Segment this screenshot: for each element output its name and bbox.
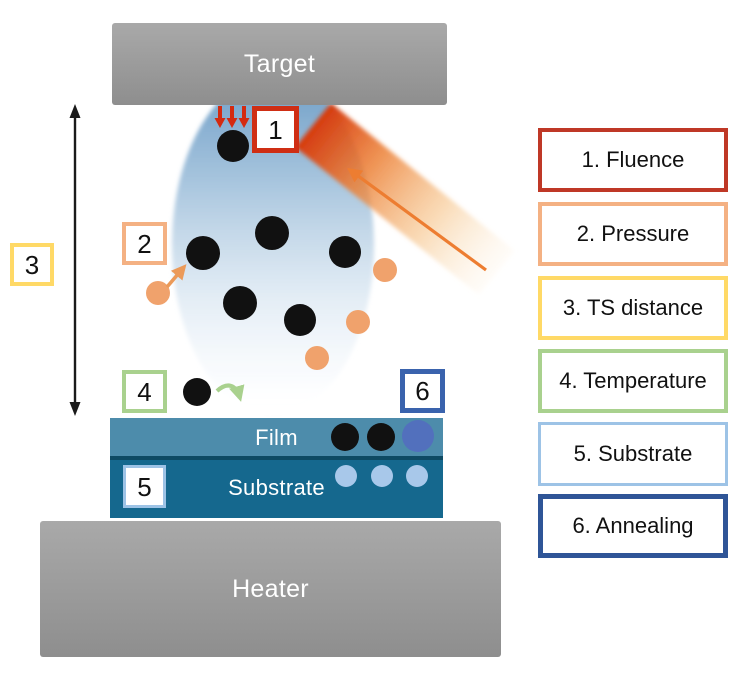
- film-particles: [331, 420, 434, 452]
- deposition-arrow-icon: [215, 383, 245, 402]
- legend-item-annealing: 6. Annealing: [538, 494, 728, 558]
- laser-direction-arrow-icon: [347, 167, 487, 272]
- legend-item-ts-distance: 3. TS distance: [538, 276, 728, 340]
- plume-particles: [183, 130, 361, 406]
- gas-molecules: [146, 258, 397, 370]
- legend-item-substrate: 5. Substrate: [538, 422, 728, 486]
- marker-pressure: 2: [122, 222, 167, 265]
- ablation-arrows-icon: [214, 106, 250, 128]
- ts-distance-arrow-icon: [69, 104, 81, 416]
- marker-substrate: 5: [123, 465, 166, 508]
- substrate-particles: [335, 465, 428, 487]
- annealed-particle: [402, 420, 434, 452]
- marker-ts-distance: 3: [10, 243, 54, 286]
- marker-temperature: 4: [122, 370, 167, 413]
- legend-item-temperature: 4. Temperature: [538, 349, 728, 413]
- marker-fluence: 1: [252, 106, 299, 153]
- legend-item-pressure: 2. Pressure: [538, 202, 728, 266]
- pressure-arrow-icon: [165, 264, 187, 289]
- laser-beam: [295, 103, 515, 295]
- heater-block: [40, 521, 501, 657]
- film-substrate-divider: [110, 456, 443, 460]
- legend-item-fluence: 1. Fluence: [538, 128, 728, 192]
- target-block: [112, 23, 447, 105]
- marker-annealing: 6: [400, 369, 445, 413]
